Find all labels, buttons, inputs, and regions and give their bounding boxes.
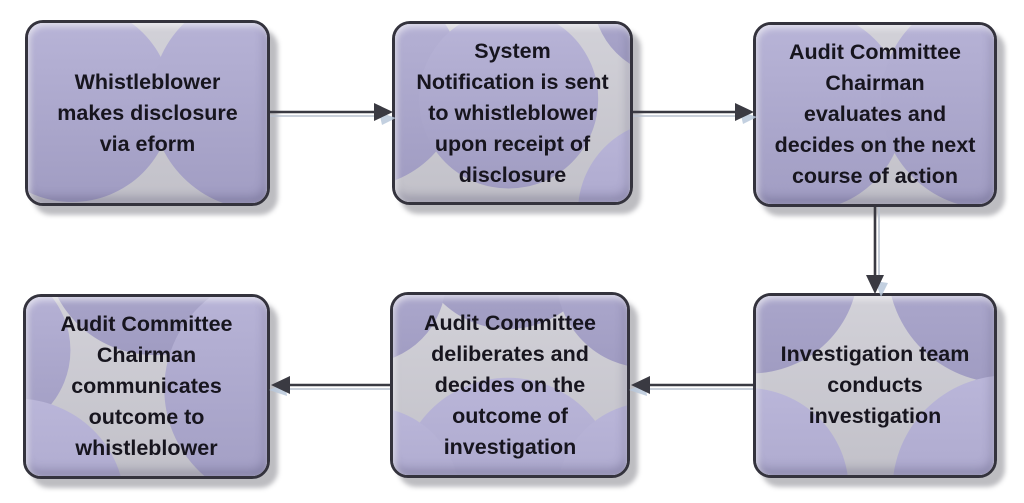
flow-box-chairman-communicates-outcome: Audit Committee Chairman communicates ou…	[23, 294, 270, 479]
arrow-right-icon	[633, 103, 757, 124]
petal-pattern-decoration	[393, 295, 627, 475]
flow-box-label: System Notification is sent to whistlebl…	[416, 38, 609, 187]
flow-box-label: Audit Committee Chairman communicates ou…	[60, 312, 233, 460]
flow-box-audit-chairman-evaluates: Audit Committee Chairman evaluates and d…	[753, 22, 997, 207]
flow-box-label: Audit Committee Chairman evaluates and d…	[774, 40, 976, 188]
arrow-down-icon	[866, 207, 888, 297]
flow-box-label: Investigation team conducts investigatio…	[780, 342, 970, 428]
flow-box-label: Audit Committee deliberates and decides …	[424, 310, 596, 459]
flow-box-audit-committee-deliberates: Audit Committee deliberates and decides …	[390, 292, 630, 478]
arrow-left-icon	[629, 376, 753, 396]
arrow-right-icon	[270, 103, 396, 125]
flow-box-label: Whistleblower makes disclosure via eform	[57, 69, 238, 156]
petal-pattern-decoration	[26, 297, 267, 476]
petal-pattern-decoration	[756, 296, 994, 475]
petal-pattern-decoration	[395, 24, 630, 202]
arrow-left-icon	[269, 376, 390, 396]
flow-box-whistleblower-disclosure: Whistleblower makes disclosure via eform	[25, 20, 270, 206]
flow-box-system-notification: System Notification is sent to whistlebl…	[392, 21, 633, 205]
petal-pattern-decoration	[756, 25, 994, 204]
petal-pattern-decoration	[28, 23, 267, 203]
flow-box-investigation-team: Investigation team conducts investigatio…	[753, 293, 997, 478]
